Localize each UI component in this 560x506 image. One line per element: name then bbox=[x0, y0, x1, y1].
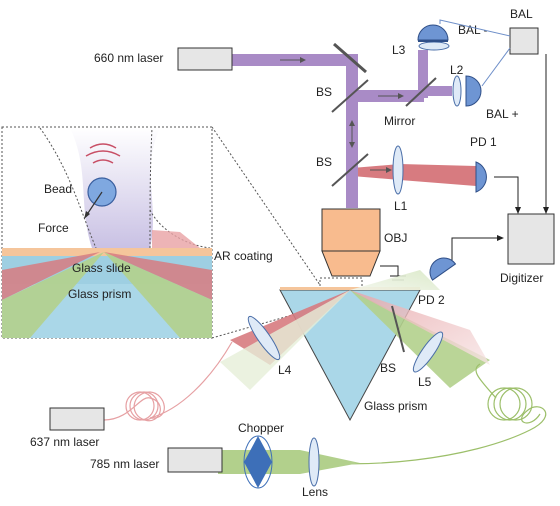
laser-637-box bbox=[49, 407, 105, 431]
beam-785 bbox=[218, 450, 360, 474]
beam-785-in bbox=[350, 290, 490, 388]
inset-prism-label: Glass prism bbox=[68, 287, 131, 301]
inset-slide-label: Glass slide bbox=[72, 261, 131, 275]
objective-body bbox=[321, 208, 381, 252]
mirror bbox=[405, 77, 437, 107]
lens-l3 bbox=[418, 41, 450, 51]
lens-l5 bbox=[412, 331, 444, 373]
inset-bead-label: Bead bbox=[44, 182, 72, 196]
inset-ar-label: AR coating bbox=[214, 249, 273, 263]
l5-label: L5 bbox=[418, 375, 432, 389]
bs-prism bbox=[391, 305, 405, 353]
laser-785-box bbox=[167, 447, 223, 473]
glass-prism-label: Glass prism bbox=[364, 399, 427, 413]
bal-label: BAL bbox=[510, 7, 533, 21]
lens-label: Lens bbox=[302, 485, 328, 499]
pd1-label: PD 1 bbox=[470, 135, 497, 149]
beam-660 bbox=[232, 50, 476, 208]
bal-plus-detector-icon bbox=[465, 75, 482, 107]
inset-panel: Bead Force Glass slide Glass prism bbox=[1, 126, 213, 339]
objective-tip bbox=[321, 250, 381, 277]
bal-minus-detector-icon bbox=[417, 24, 449, 41]
l2-label: L2 bbox=[450, 63, 464, 77]
laser-660-box bbox=[177, 47, 233, 71]
bs-mid bbox=[331, 153, 369, 187]
lens-785 bbox=[308, 437, 320, 487]
laser-637-label: 637 nm laser bbox=[30, 435, 99, 449]
mirror-label: Mirror bbox=[384, 114, 415, 128]
lens-l2 bbox=[452, 75, 462, 107]
bal-box bbox=[509, 27, 539, 55]
top-mirror bbox=[333, 42, 367, 74]
digitizer-box bbox=[507, 213, 555, 265]
obj-label: OBJ bbox=[384, 231, 407, 245]
fiber-785 bbox=[303, 406, 547, 465]
chopper-icon bbox=[243, 435, 273, 489]
inset-ar-layer bbox=[2, 248, 212, 256]
l1-label: L1 bbox=[394, 199, 408, 213]
lens-l4 bbox=[247, 315, 281, 361]
pd2-label: PD 2 bbox=[418, 293, 445, 307]
laser-660-label: 660 nm laser bbox=[94, 51, 163, 65]
pd1-detector-icon bbox=[475, 161, 487, 193]
fiber-637 bbox=[103, 341, 233, 422]
chopper-label: Chopper bbox=[238, 421, 284, 435]
bs-prism-label: BS bbox=[380, 361, 396, 375]
bs-mid-label: BS bbox=[316, 155, 332, 169]
l3-label: L3 bbox=[392, 43, 406, 57]
pd2-detector-icon bbox=[429, 257, 457, 281]
inset-force-label: Force bbox=[38, 221, 69, 235]
lens-l1 bbox=[392, 145, 404, 195]
bal-minus-label: BAL - bbox=[458, 23, 488, 37]
bs-top-label: BS bbox=[316, 85, 332, 99]
bs-top bbox=[331, 79, 369, 113]
laser-785-label: 785 nm laser bbox=[90, 457, 159, 471]
l4-label: L4 bbox=[278, 363, 292, 377]
bal-plus-label: BAL + bbox=[486, 107, 519, 121]
digitizer-label: Digitizer bbox=[500, 271, 543, 285]
